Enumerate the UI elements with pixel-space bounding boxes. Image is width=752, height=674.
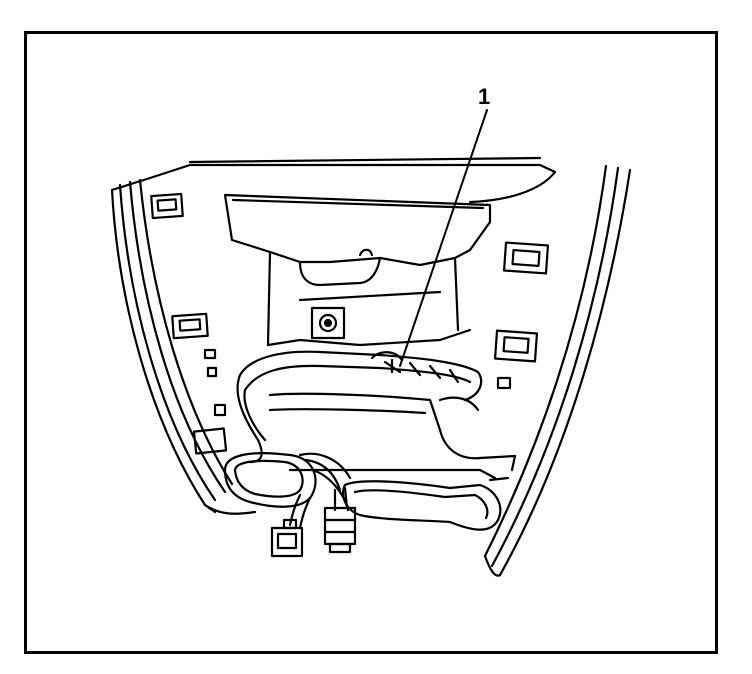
callout-1-leader — [399, 109, 488, 367]
connector-right — [323, 486, 357, 554]
callout-1: 1 — [478, 84, 491, 109]
connector-left — [270, 493, 312, 558]
mounting-tabs-left — [150, 192, 228, 455]
wiring-harness — [236, 350, 483, 464]
lower-duct — [288, 454, 517, 531]
inner-panel — [223, 193, 492, 347]
mounting-tabs-right — [493, 241, 550, 390]
grommet — [223, 452, 352, 512]
illustration-frame — [24, 31, 718, 654]
power-socket — [310, 306, 346, 340]
console-housing — [110, 156, 632, 577]
